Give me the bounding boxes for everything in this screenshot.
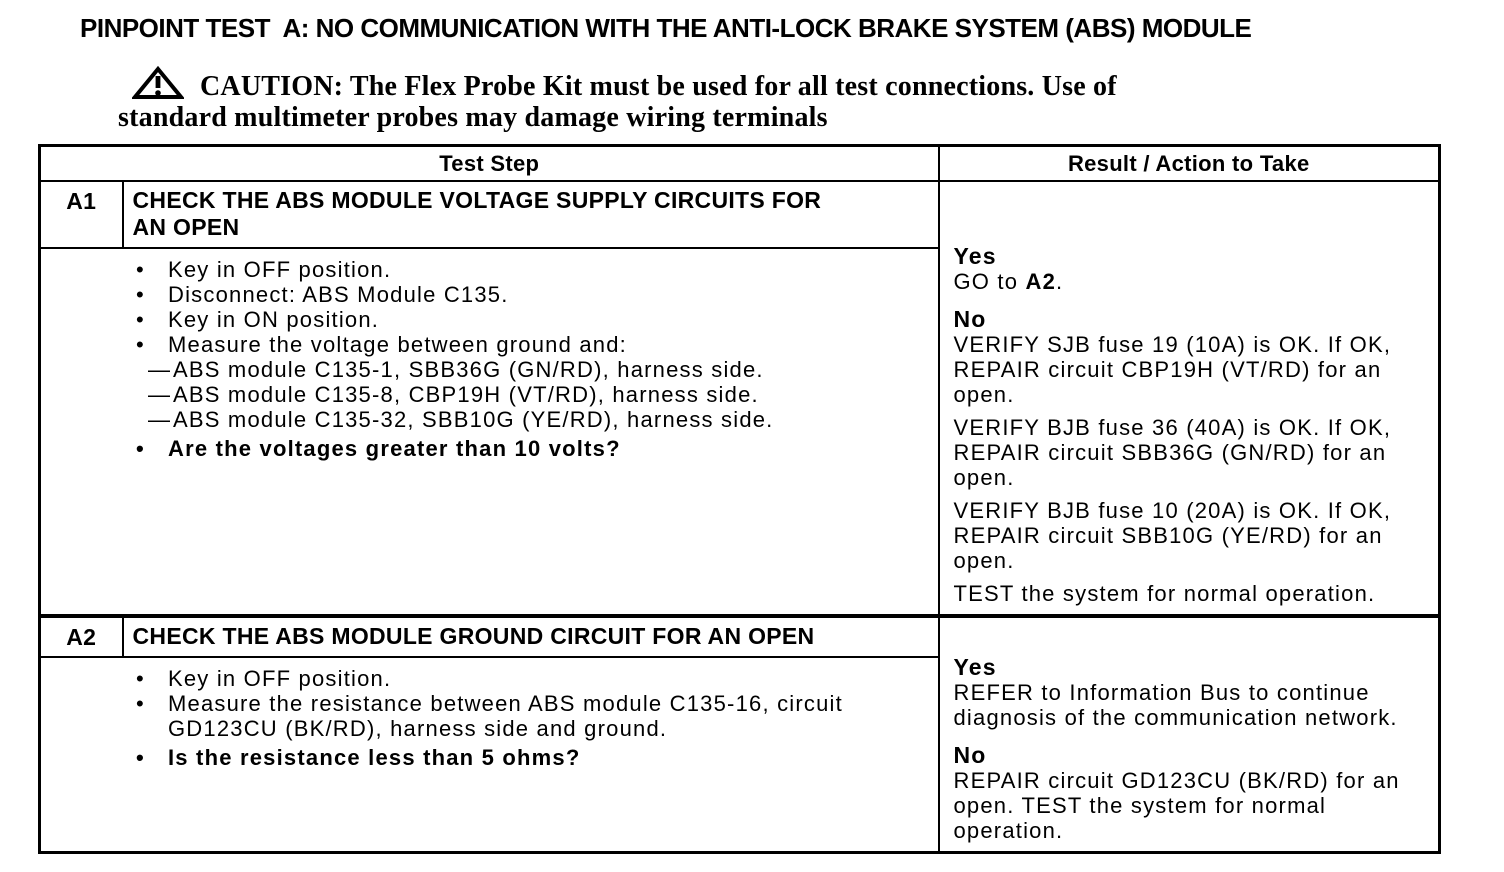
caution-line-1: CAUTION: The Flex Probe Kit must be used… — [118, 66, 1504, 102]
bullet-marker: • — [136, 256, 145, 282]
step-body-a2: •Key in OFF position. •Measure the resis… — [40, 657, 939, 852]
bullet-marker: • — [136, 435, 145, 461]
result-cell-a2: Yes REFER to Information Bus to continue… — [937, 615, 1440, 852]
bullet-marker: • — [136, 306, 145, 332]
sub-item: —ABS module C135-32, SBB10G (YE/RD), har… — [148, 406, 774, 432]
step-question-a1: •Are the voltages greater than 10 volts? — [136, 435, 621, 461]
step-title-a1: CHECK THE ABS MODULE VOLTAGE SUPPLY CIRC… — [122, 180, 939, 249]
result-cell-a1: Yes GO to A2. No VERIFY SJB fuse 19 (10A… — [937, 180, 1440, 616]
step-question-a2: •Is the resistance less than 5 ohms? — [136, 745, 581, 771]
caution-note: CAUTION: The Flex Probe Kit must be used… — [118, 66, 1504, 133]
caution-text-line1: CAUTION: The Flex Probe Kit must be used… — [200, 71, 1117, 102]
warning-triangle-icon — [132, 66, 184, 99]
result-a2-no-label: No — [953, 741, 987, 768]
step-id-a1: A1 — [39, 180, 124, 249]
result-a1-no-action: VERIFY SJB fuse 19 (10A) is OK. If OK, R… — [953, 331, 1392, 407]
dash-marker: — — [148, 406, 172, 432]
sub-item: —ABS module C135-8, CBP19H (VT/RD), harn… — [148, 381, 759, 407]
result-a2-yes-action: REFER to Information Bus to continue dia… — [953, 679, 1398, 730]
bullet-item: •Disconnect: ABS Module C135. — [136, 281, 509, 307]
column-header-test-step: Test Step — [39, 145, 939, 182]
bullet-marker: • — [136, 745, 145, 771]
result-a1-no-action: VERIFY BJB fuse 10 (20A) is OK. If OK, R… — [953, 497, 1392, 573]
result-a1-no-action: VERIFY BJB fuse 36 (40A) is OK. If OK, R… — [953, 414, 1392, 490]
bullet-marker: • — [136, 281, 145, 307]
result-a1-no-action: TEST the system for normal operation. — [953, 580, 1376, 606]
result-a1-yes-label: Yes — [953, 242, 997, 269]
bullet-item: •Key in ON position. — [136, 306, 380, 332]
result-a2-yes-label: Yes — [953, 653, 997, 680]
step-a2-body-row: •Key in OFF position. •Measure the resis… — [40, 657, 1440, 852]
page-title: PINPOINT TEST A: NO COMMUNICATION WITH T… — [80, 13, 1252, 43]
step-a2-title-row: A2 CHECK THE ABS MODULE GROUND CIRCUIT F… — [39, 615, 1440, 852]
bullet-item: •Key in OFF position. — [136, 256, 392, 282]
step-body-a1: •Key in OFF position. •Disconnect: ABS M… — [40, 248, 939, 616]
bullet-marker: • — [136, 666, 145, 692]
dash-marker: — — [148, 356, 172, 382]
table-header-row: Test Step Result / Action to Take — [39, 145, 1440, 182]
sub-item: —ABS module C135-1, SBB36G (GN/RD), harn… — [148, 356, 764, 382]
bullet-marker: • — [136, 691, 145, 717]
column-header-result-action: Result / Action to Take — [937, 145, 1440, 182]
step-a1-body-row: •Key in OFF position. •Disconnect: ABS M… — [40, 248, 1440, 616]
pinpoint-test-table: Test Step Result / Action to Take A1 CHE… — [38, 144, 1441, 854]
caution-text-line2: standard multimeter probes may damage wi… — [118, 102, 828, 133]
result-a1-no-label: No — [953, 305, 987, 332]
document-page: PINPOINT TEST A: NO COMMUNICATION WITH T… — [0, 14, 1504, 854]
bullet-item: •Key in OFF position. — [136, 666, 392, 692]
dash-marker: — — [148, 381, 172, 407]
bullet-item: •Measure the resistance between ABS modu… — [136, 691, 843, 742]
bullet-item: •Measure the voltage between ground and: — [136, 331, 627, 357]
step-a1-title-row: A1 CHECK THE ABS MODULE VOLTAGE SUPPLY C… — [39, 180, 1440, 616]
bullet-marker: • — [136, 331, 145, 357]
step-id-a2: A2 — [39, 615, 124, 659]
result-a2-no-action: REPAIR circuit GD123CU (BK/RD) for an op… — [953, 767, 1400, 843]
step-title-a2: CHECK THE ABS MODULE GROUND CIRCUIT FOR … — [122, 615, 939, 659]
result-a1-yes-action: GO to A2. — [953, 268, 1064, 294]
goto-step-ref: A2 — [1025, 268, 1057, 294]
